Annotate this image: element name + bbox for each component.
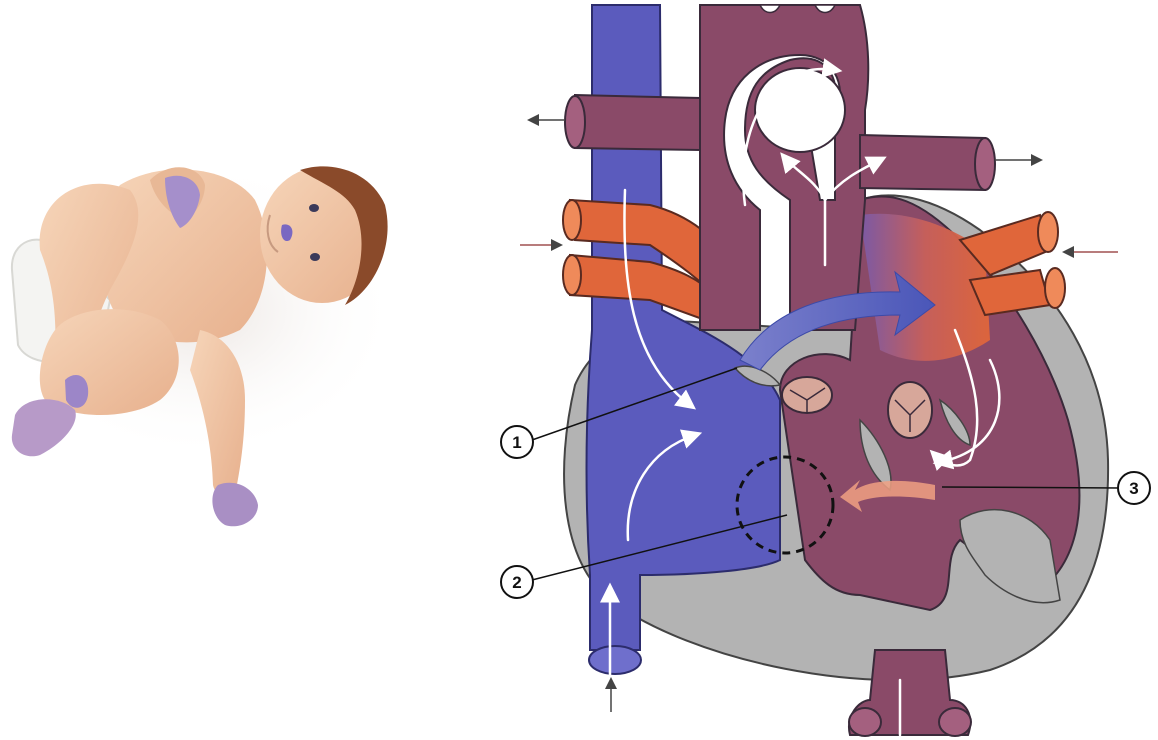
cyanotic-infant-illustration	[0, 160, 400, 526]
callout-1: 1	[501, 426, 533, 458]
callout-1-label: 1	[512, 433, 521, 452]
heart-diagram: 1 2 3	[501, 5, 1150, 736]
callout-2-label: 2	[512, 573, 521, 592]
callout-3-label: 3	[1129, 479, 1138, 498]
callout-3: 3	[1118, 472, 1150, 504]
aortic-arch	[700, 5, 868, 330]
callout-2: 2	[501, 566, 533, 598]
